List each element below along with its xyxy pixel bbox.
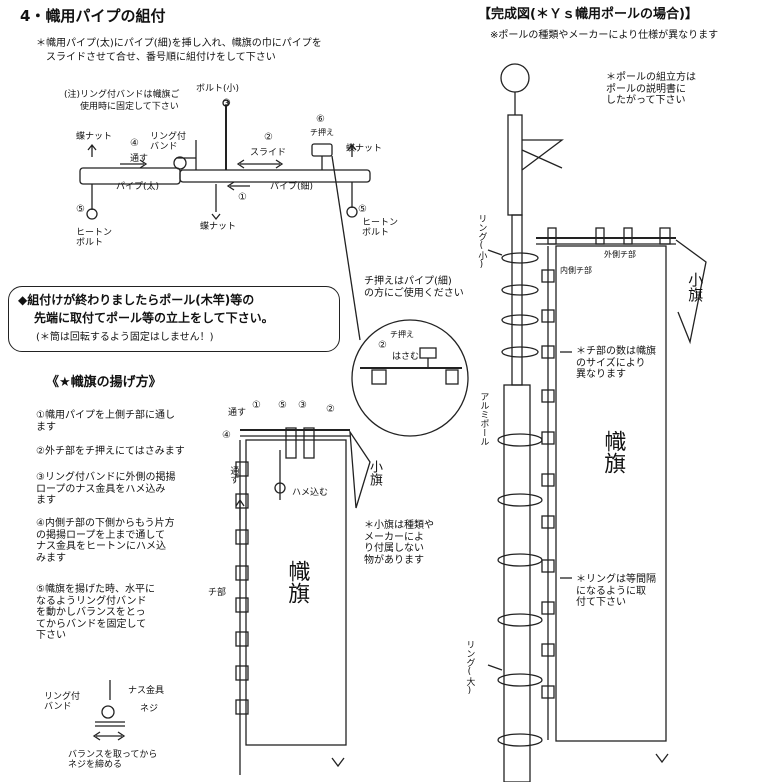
assembly-step3-number: ③: [222, 98, 231, 109]
pipe-thin-label: パイプ(細): [270, 182, 314, 192]
assembly-step2-number: ②: [264, 132, 273, 143]
complete-pole-drawing: [487, 63, 707, 782]
hoist-chi-bu-label: チ部: [208, 588, 227, 598]
detail-chi-label: チ押え: [390, 330, 414, 339]
alumi-pole-label: アルミポール: [478, 392, 489, 446]
hoist-number-5: ⑤: [278, 400, 287, 411]
ring-band-label: リング付 バンド: [150, 132, 187, 153]
complete-title: 【完成図(＊Ｙｓ幟用ポールの場合)】: [478, 7, 698, 22]
wingnut-bottom-label: 蝶ナット: [200, 222, 237, 232]
knot-detail-drawing: [92, 680, 126, 741]
complete-subtitle: ※ポールの種類やメーカーにより仕様が異なります: [490, 30, 719, 41]
hoist-hame-label: ハメ込む: [292, 488, 329, 498]
hoist-step4: ④内側チ部の下側からもう片方 の掲揚ロープを上まで通して ナス金具をヒートンにハ…: [36, 518, 175, 564]
hoist-through-side: 通す: [228, 466, 239, 484]
pipe-thick-label: パイプ(太): [116, 182, 160, 192]
pipe-assembly-drawing: [79, 99, 371, 341]
hoist-small-flag-text: 小旗: [366, 460, 382, 486]
knot-balance-note: バランスを取ってから ネジを締める: [68, 750, 158, 771]
chi-presser-label: チ押え: [310, 128, 334, 137]
wingnut-left-label: 蝶ナット: [76, 132, 113, 142]
notice-line1: ◆組付けが終わりましたらポール(木竿)等の: [18, 293, 255, 307]
through-label: 通す: [130, 154, 149, 164]
pole-assembly-note: ＊ポールの組立方は ポールの説明書に したがって下さい: [606, 72, 696, 106]
assembly-step6-number: ⑥: [316, 114, 325, 125]
heaton-bolt-right-label: ヒートン ボルト: [362, 218, 399, 239]
hoist-number-3: ③: [298, 400, 307, 411]
bolt-small-label: ボルト(小): [196, 84, 240, 94]
hoist-title: 《★幟旗の揚げ方》: [46, 375, 162, 390]
knot-nasu-label: ナス金具: [128, 686, 165, 696]
chi-count-note: ＊チ部の数は幟旗 のサイズにより 異なります: [576, 346, 656, 380]
complete-flag-text: 幟旗: [600, 430, 626, 474]
outer-chi-label: 外側チ部: [604, 250, 636, 259]
knot-screw-label: ネジ: [140, 704, 159, 714]
ring-large-label: リング(大): [464, 640, 475, 696]
detail-step2-number: ②: [378, 340, 387, 351]
hoist-flag-drawing: [235, 427, 371, 775]
knot-ring-band-label: リング付 バンド: [44, 692, 81, 713]
complete-small-flag-text: 小旗: [686, 272, 705, 302]
wingnut-right-label: 蝶ナット: [346, 144, 383, 154]
detail-hasamu-label: はさむ: [392, 352, 420, 362]
assembly-step5-number-left: ⑤: [76, 204, 85, 215]
small-flag-note: ＊小旗は種類や メーカーによ り付属しない 物があります: [364, 520, 434, 566]
ring-note-line2: 使用時に固定して下さい: [80, 102, 179, 112]
notice-box: [8, 286, 340, 352]
slide-label: スライド: [250, 148, 287, 158]
ring-note-line1: (注)リング付バンドは幟旗ご: [64, 90, 180, 100]
hoist-step5: ⑤幟旗を揚げた時、水平に なるようリング付バンド を動かしバランスをとっ てから…: [36, 584, 155, 641]
hoist-through-top: 通す: [228, 408, 247, 418]
assembly-step1-number: ①: [238, 192, 247, 203]
hoist-number-1: ①: [252, 400, 261, 411]
ring-small-label: リング(小): [476, 214, 487, 270]
hoist-step2: ②外チ部をチ押えにてはさみます: [36, 446, 185, 457]
hoist-number-4: ④: [222, 430, 231, 441]
assembly-note-line1: ＊幟用パイプ(太)にパイプ(細)を挿し入れ、幟旗の巾にパイプを: [36, 38, 322, 49]
inner-chi-label: 内側チ部: [560, 266, 592, 275]
chi-usage-note: チ押えはパイプ(細) の方にご使用ください: [364, 276, 464, 299]
notice-line3: (＊筒は回転するよう固定はしません！): [36, 332, 214, 343]
ring-interval-note: ＊リングは等間隔 になるように取 付て下さい: [576, 574, 656, 608]
hoist-step1: ①幟用パイプを上側チ部に通し ます: [36, 410, 175, 433]
hoist-step3: ③リング付バンドに外側の掲揚 ロープのナス金具をハメ込み ます: [36, 472, 176, 506]
hoist-number-2: ②: [326, 404, 335, 415]
heaton-bolt-left-label: ヒートン ボルト: [76, 228, 113, 249]
hoist-flag-text: 幟旗: [284, 560, 310, 604]
notice-line2: 先端に取付てポール等の立上をして下さい。: [34, 311, 274, 325]
assembly-step4-number: ④: [130, 138, 139, 149]
detail-circle-drawing: [351, 319, 469, 437]
assembly-title: 4・幟用パイプの組付: [20, 7, 166, 25]
assembly-step5-number-right: ⑤: [358, 204, 367, 215]
assembly-note-line2: スライドさせて合せ、番号順に組付けをして下さい: [46, 52, 276, 63]
